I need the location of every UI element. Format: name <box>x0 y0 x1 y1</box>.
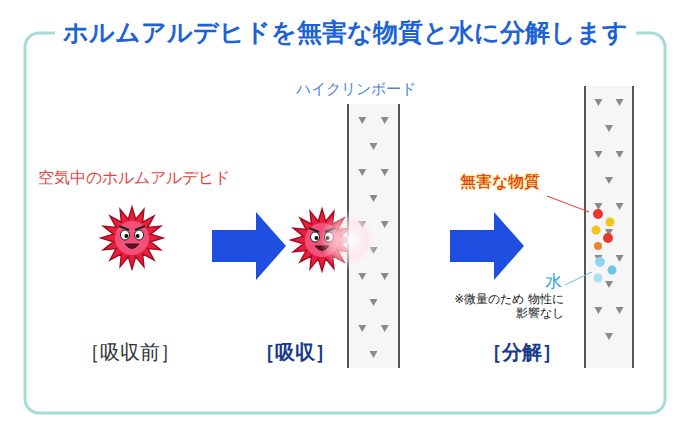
substance-label: 空気中のホルムアルデヒド <box>38 168 230 187</box>
leader-line <box>565 272 592 285</box>
leader-line <box>547 196 589 212</box>
stage-label: ［吸収前］ <box>80 340 180 364</box>
absorb-glow <box>320 210 380 270</box>
panel-border <box>25 33 665 413</box>
stage-label: ［吸収］ <box>255 340 335 364</box>
step-arrow <box>212 212 286 280</box>
board-label: ハイクリンボード <box>296 80 416 98</box>
product-label: 水 <box>545 271 562 291</box>
diagram-title: ホルムアルデヒドを無害な物質と水に分解します <box>55 18 636 48</box>
water-particles <box>594 257 617 283</box>
product-label: 無害な物質 <box>460 172 540 191</box>
harmless-particles <box>592 209 615 250</box>
step-arrow <box>450 212 524 280</box>
stage-label: ［分解］ <box>482 340 562 364</box>
formaldehyde-ball <box>101 207 163 269</box>
board <box>585 86 633 368</box>
note-text: ※微量のため 物性に影響なし <box>446 292 564 321</box>
